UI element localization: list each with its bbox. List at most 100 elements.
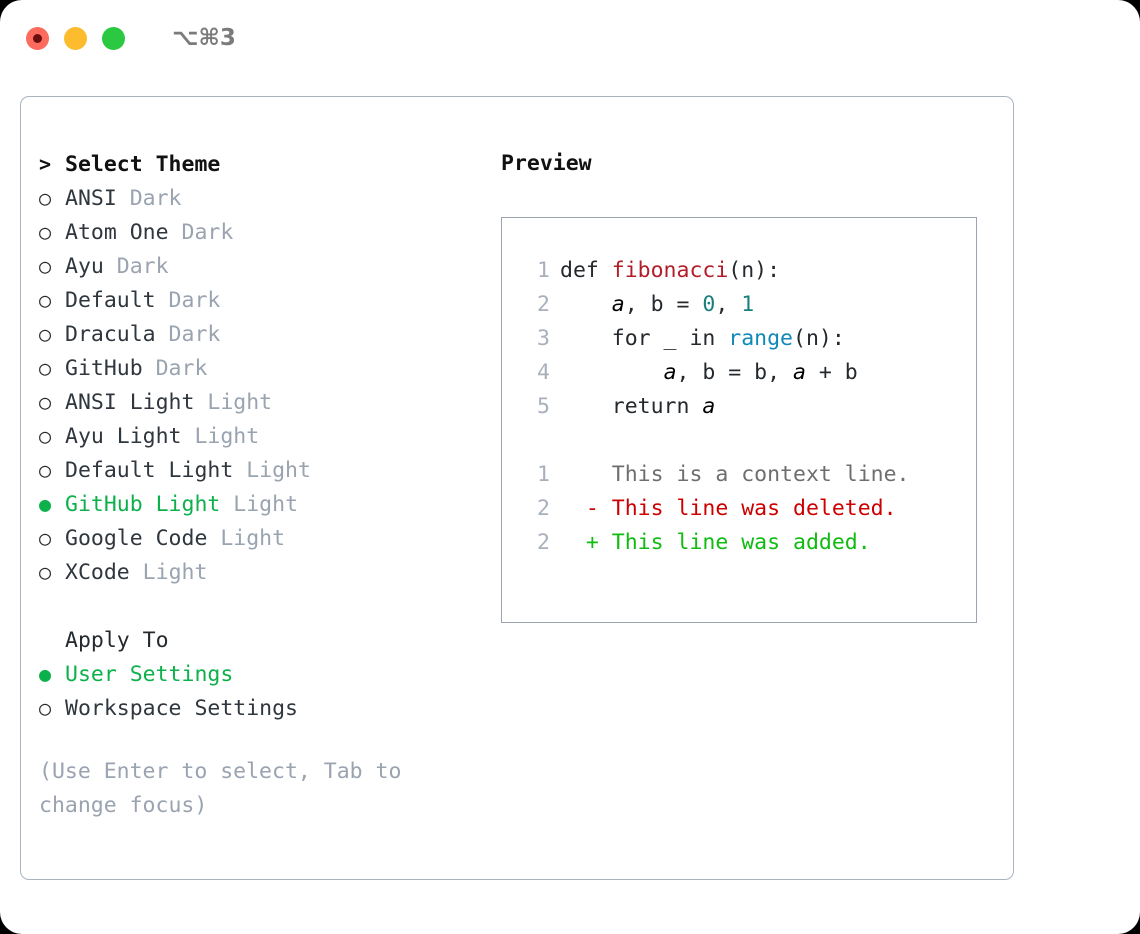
theme-list-item[interactable]: ○ Default Light Light [39, 453, 501, 487]
radio-unselected-icon[interactable]: ○ [39, 288, 52, 312]
theme-selection-column: > Select Theme ○ANSI Dark○Atom One Dark○… [39, 147, 501, 823]
theme-kind-label: Light [194, 390, 273, 415]
radio-unselected-icon[interactable]: ○ [39, 186, 52, 210]
radio-unselected-icon[interactable]: ○ [39, 458, 52, 482]
code-token: 0 [702, 292, 716, 317]
code-line-content: def fibonacci(n): [560, 254, 780, 288]
theme-list-item[interactable]: ○ Google Code Light [39, 521, 501, 555]
select-theme-header-label: Select Theme [65, 152, 221, 177]
theme-kind-label: Dark [116, 186, 182, 211]
code-line-content: a, b = b, a + b [560, 356, 858, 390]
line-number: 3 [537, 326, 550, 351]
theme-list-item[interactable]: ○ XCode Light [39, 555, 501, 589]
theme-name: Ayu Light [65, 424, 182, 449]
window-titlebar: ⌥⌘3 [0, 0, 1140, 76]
theme-kind-label: Dark [155, 288, 221, 313]
maximize-icon[interactable] [102, 26, 125, 50]
radio-unselected-icon[interactable]: ○ [39, 696, 52, 720]
code-token: def [560, 258, 612, 283]
theme-kind-label: Light [207, 526, 286, 551]
code-line-content: for _ in range(n): [560, 322, 845, 356]
theme-list-item[interactable]: ○ Ayu Dark [39, 249, 501, 283]
theme-kind-label: Light [233, 458, 311, 483]
code-token: fibonacci [611, 258, 729, 283]
apply-to-item[interactable]: ● User Settings [39, 657, 501, 691]
minimize-icon[interactable] [64, 26, 87, 50]
code-line-content: a, b = 0, 1 [560, 288, 754, 322]
theme-name: ANSI Light [65, 390, 195, 415]
line-number: 5 [537, 394, 550, 419]
code-token: a [663, 360, 677, 385]
radio-unselected-icon[interactable]: ○ [39, 424, 52, 448]
line-number: 1 [537, 258, 550, 283]
code-token: a [611, 292, 625, 317]
radio-unselected-icon[interactable]: ○ [39, 526, 52, 550]
radio-unselected-icon[interactable]: ○ [39, 322, 52, 346]
theme-kind-label: Dark [155, 322, 221, 347]
code-token: (n): [793, 326, 845, 351]
apply-to-label: User Settings [65, 662, 234, 687]
traffic-lights [26, 26, 125, 50]
theme-kind-label: Light [220, 492, 299, 517]
line-number: 4 [537, 360, 550, 385]
theme-list-item[interactable]: ○ ANSI Light Light [39, 385, 501, 419]
diff-line-content: + This line was added. [560, 530, 871, 555]
caret-icon: > [39, 152, 52, 176]
line-number: 2 [537, 292, 550, 317]
theme-list-item[interactable]: ○ Ayu Light Light [39, 419, 501, 453]
keyboard-hint-text: (Use Enter to select, Tab to change focu… [39, 759, 402, 818]
theme-name: Ayu [65, 254, 104, 279]
keyboard-shortcut-label: ⌥⌘3 [172, 25, 236, 51]
theme-name: XCode [65, 560, 130, 585]
theme-kind-label: Light [129, 560, 208, 585]
code-token: , [715, 292, 742, 317]
preview-title: Preview [501, 151, 592, 176]
theme-list-item[interactable]: ○ANSI Dark [39, 181, 501, 215]
diff-line: 1 This is a context line. [520, 458, 976, 492]
theme-kind-label: Light [181, 424, 260, 449]
code-token: (n): [728, 258, 781, 283]
close-icon[interactable] [26, 26, 49, 50]
theme-list: ○ANSI Dark○Atom One Dark○Ayu Dark○Defaul… [39, 181, 501, 589]
apply-to-item[interactable]: ○ Workspace Settings [39, 691, 501, 725]
code-line: 1 def fibonacci(n): [520, 254, 976, 288]
code-token: 1 [741, 292, 755, 317]
code-token: = [663, 292, 703, 317]
diff-sample: 1 This is a context line.2 - This line w… [520, 458, 976, 560]
radio-unselected-icon[interactable]: ○ [39, 390, 52, 414]
radio-unselected-icon[interactable]: ○ [39, 254, 52, 278]
theme-list-item[interactable]: ○ Atom One Dark [39, 215, 501, 249]
apply-to-label: Workspace Settings [65, 696, 298, 721]
apply-to-list: ● User Settings ○ Workspace Settings [39, 657, 501, 725]
apply-to-header-label: Apply To [65, 628, 169, 653]
theme-kind-label: Dark [142, 356, 208, 381]
radio-selected-icon[interactable]: ● [39, 662, 52, 686]
code-token: for _ in [611, 326, 729, 351]
theme-list-item[interactable]: ○ Dracula Dark [39, 317, 501, 351]
theme-kind-label: Dark [103, 254, 169, 279]
apply-to-header-marker [39, 623, 65, 657]
theme-name: GitHub [65, 356, 143, 381]
code-line-content: return a [560, 390, 716, 424]
radio-unselected-icon[interactable]: ○ [39, 220, 52, 244]
radio-unselected-icon[interactable]: ○ [39, 560, 52, 584]
theme-kind-label: Dark [168, 220, 234, 245]
code-token: + b [805, 360, 858, 385]
code-line: 5 return a [520, 390, 976, 424]
theme-list-item[interactable]: ○Default Dark [39, 283, 501, 317]
radio-unselected-icon[interactable]: ○ [39, 356, 52, 380]
diff-line: 2 + This line was added. [520, 526, 976, 560]
theme-list-item[interactable]: ●GitHub Light Light [39, 487, 501, 521]
theme-name: Google Code [65, 526, 208, 551]
theme-name: Atom One [65, 220, 169, 245]
theme-list-item[interactable]: ○ GitHub Dark [39, 351, 501, 385]
code-line: 4 a, b = b, a + b [520, 356, 976, 390]
radio-selected-icon[interactable]: ● [39, 492, 52, 516]
code-token: , [624, 292, 651, 317]
line-number: 2 [537, 496, 550, 521]
theme-name: Default Light [65, 458, 234, 483]
theme-name: Dracula [65, 322, 156, 347]
